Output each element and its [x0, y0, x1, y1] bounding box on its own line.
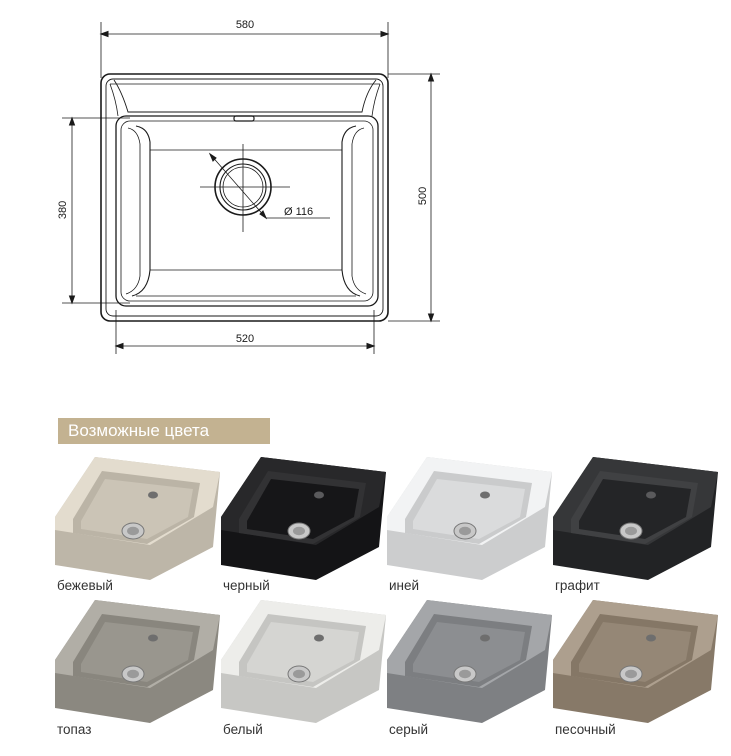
overflow-hole [314, 634, 324, 642]
overflow-hole [480, 491, 490, 499]
sink-swatch-7[interactable] [387, 600, 552, 725]
drain-center-icon [625, 526, 637, 536]
sink-swatch-5[interactable] [55, 600, 220, 725]
sink-bowl [579, 622, 691, 682]
sink-swatch-3[interactable] [387, 457, 552, 582]
dim-top-width: 580 [236, 19, 254, 31]
sink-swatch-4[interactable] [553, 457, 718, 582]
drain-center-icon [293, 669, 305, 679]
sink-bowl [413, 479, 525, 539]
sink-image [387, 600, 552, 723]
sink-image [221, 457, 386, 580]
swatch-label: иней [389, 578, 420, 593]
colors-section-banner: Возможные цвета [58, 418, 270, 444]
sink-bowl [579, 479, 691, 539]
sink-swatch-1[interactable] [55, 457, 220, 582]
sink-bowl [81, 622, 193, 682]
drain-center-icon [459, 669, 471, 679]
swatch-label: песочный [555, 722, 616, 737]
overflow-hole [646, 491, 656, 499]
swatch-label: графит [555, 578, 600, 593]
overflow-hole [314, 491, 324, 499]
drain-center-icon [459, 526, 471, 536]
dim-drain-diameter: Ø 116 [284, 206, 313, 218]
sink-technical-drawing: 580 520 380 500 Ø 116 [57, 19, 440, 354]
overflow-hole [148, 491, 158, 499]
drain-center-icon [293, 526, 305, 536]
sink-swatch-2[interactable] [221, 457, 386, 582]
swatch-label: бежевый [57, 578, 113, 593]
drain-center-icon [625, 669, 637, 679]
swatch-label: серый [389, 722, 429, 737]
sink-image [55, 600, 220, 723]
overflow-hole [148, 634, 158, 642]
drain-center-icon [127, 526, 139, 536]
sink-bowl [247, 622, 359, 682]
sink-swatch-6[interactable] [221, 600, 386, 725]
sink-image [553, 600, 718, 723]
colors-section-title: Возможные цвета [68, 421, 210, 440]
swatch-label: белый [223, 722, 263, 737]
dim-right-height: 500 [417, 187, 429, 205]
sink-image [221, 600, 386, 723]
swatch-label: черный [223, 578, 270, 593]
dim-left-height: 380 [57, 201, 69, 219]
sink-image [387, 457, 552, 580]
sink-bowl [413, 622, 525, 682]
swatch-label: топаз [57, 722, 92, 737]
sink-image [553, 457, 718, 580]
sink-bowl [247, 479, 359, 539]
sink-image [55, 457, 220, 580]
dim-bottom-width: 520 [236, 333, 254, 345]
sink-bowl [81, 479, 193, 539]
overflow-hole [480, 634, 490, 642]
drain-center-icon [127, 669, 139, 679]
overflow-hole [646, 634, 656, 642]
sink-swatch-8[interactable] [553, 600, 718, 725]
